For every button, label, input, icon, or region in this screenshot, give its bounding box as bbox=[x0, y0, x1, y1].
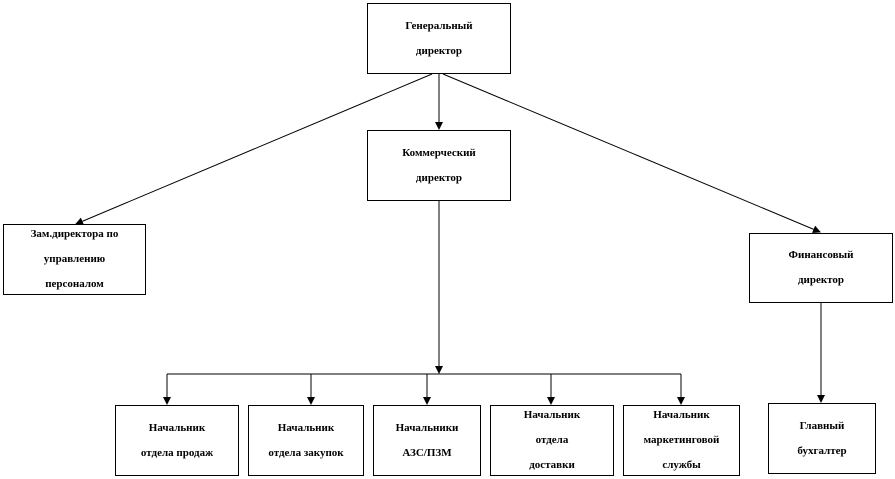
node-head-delivery: Начальник отдела доставки bbox=[490, 405, 614, 476]
node-commercial-director: Коммерческий директор bbox=[367, 130, 511, 201]
node-label: Начальник маркетинговой службы bbox=[643, 409, 720, 471]
node-label: Начальники АЗС/ПЗМ bbox=[395, 421, 459, 459]
node-label: Генеральный директор bbox=[405, 19, 473, 57]
node-label: Главный бухгалтер bbox=[797, 419, 847, 457]
node-label: Коммерческий директор bbox=[402, 146, 476, 184]
node-label: Начальник отдела продаж bbox=[140, 421, 214, 459]
node-general-director: Генеральный директор bbox=[367, 3, 511, 74]
node-deputy-hr: Зам.директора по управлению персоналом bbox=[3, 224, 146, 295]
edge-general-to-financial bbox=[442, 73, 821, 233]
node-head-marketing: Начальник маркетинговой службы bbox=[623, 405, 740, 476]
node-head-sales: Начальник отдела продаж bbox=[115, 405, 239, 476]
node-head-purchasing: Начальник отдела закупок bbox=[248, 405, 364, 476]
edge-general-to-deputy-hr bbox=[75, 73, 433, 225]
node-financial-director: Финансовый директор bbox=[749, 233, 893, 303]
node-head-gas-stations: Начальники АЗС/ПЗМ bbox=[373, 405, 481, 476]
node-label: Финансовый директор bbox=[788, 249, 854, 286]
node-chief-accountant: Главный бухгалтер bbox=[768, 403, 876, 474]
node-label: Начальник отдела закупок bbox=[268, 421, 344, 459]
node-label: Зам.директора по управлению персоналом bbox=[30, 228, 119, 290]
node-label: Начальник отдела доставки bbox=[523, 409, 581, 471]
